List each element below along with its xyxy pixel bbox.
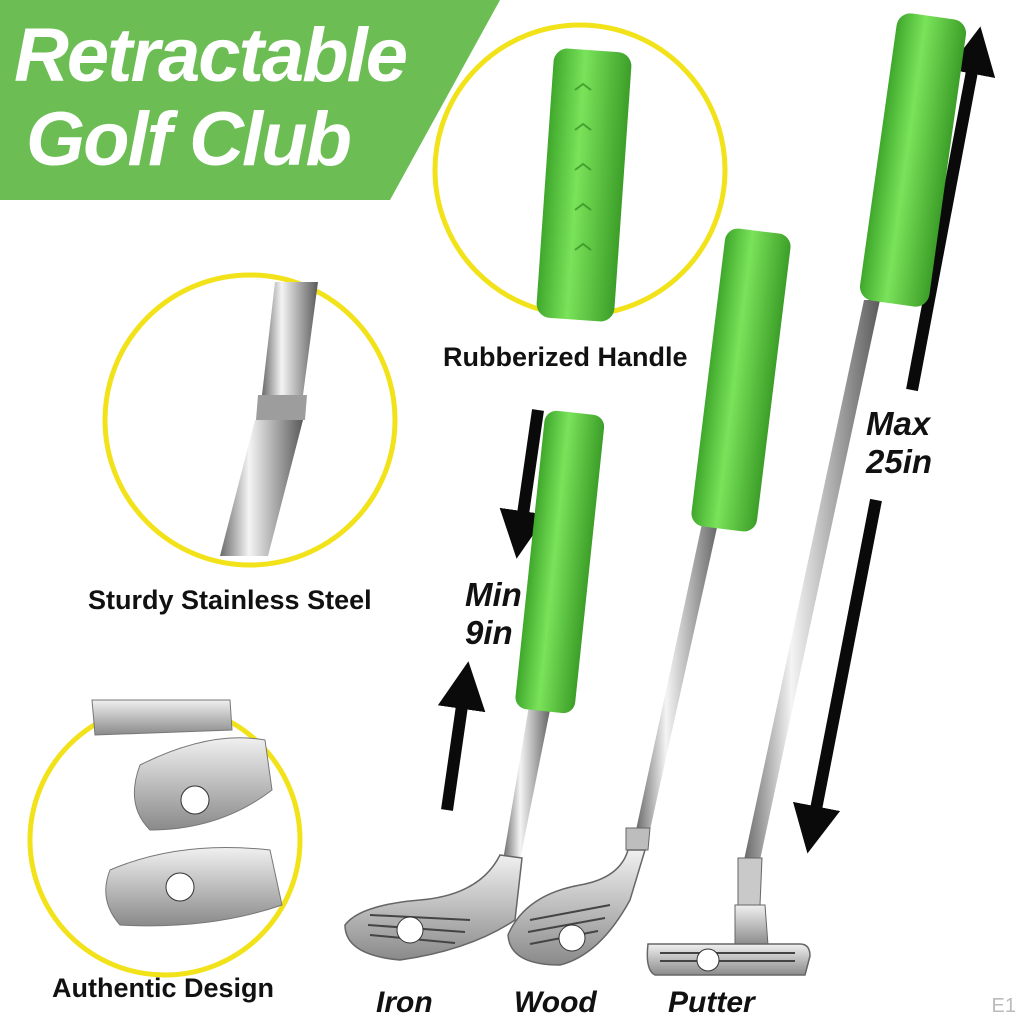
max-length-label: Max 25in [866,405,932,481]
min-length-line-2: 9in [465,614,513,651]
max-length-line-2: 25in [866,443,933,480]
design-detail-circle [27,699,303,978]
title-line-2: Golf Club [26,97,352,182]
wood-club [507,228,791,966]
wood-label: Wood [514,986,597,1019]
title-banner-bg [0,0,500,200]
max-up-arrow [906,26,996,392]
watermark: E1 [991,995,1016,1017]
steel-detail-circle [102,272,398,568]
min-down-arrow [499,409,548,559]
authentic-design-label: Authentic Design [52,973,275,1003]
max-down-arrow [793,498,882,854]
stainless-steel-label: Sturdy Stainless Steel [88,585,372,615]
min-length-label: Min 9in [465,576,522,652]
max-length-line-1: Max [866,405,931,442]
putter-club [646,13,967,976]
title-line-1: Retractable [14,13,408,98]
rubberized-handle-label: Rubberized Handle [443,342,688,372]
title-banner: Retractable Golf Club [14,13,408,182]
putter-label: Putter [668,986,755,1019]
min-up-arrow [437,661,486,811]
iron-club [344,410,605,961]
handle-detail-circle [432,22,728,322]
iron-label: Iron [376,986,433,1019]
min-length-line-1: Min [465,576,522,613]
